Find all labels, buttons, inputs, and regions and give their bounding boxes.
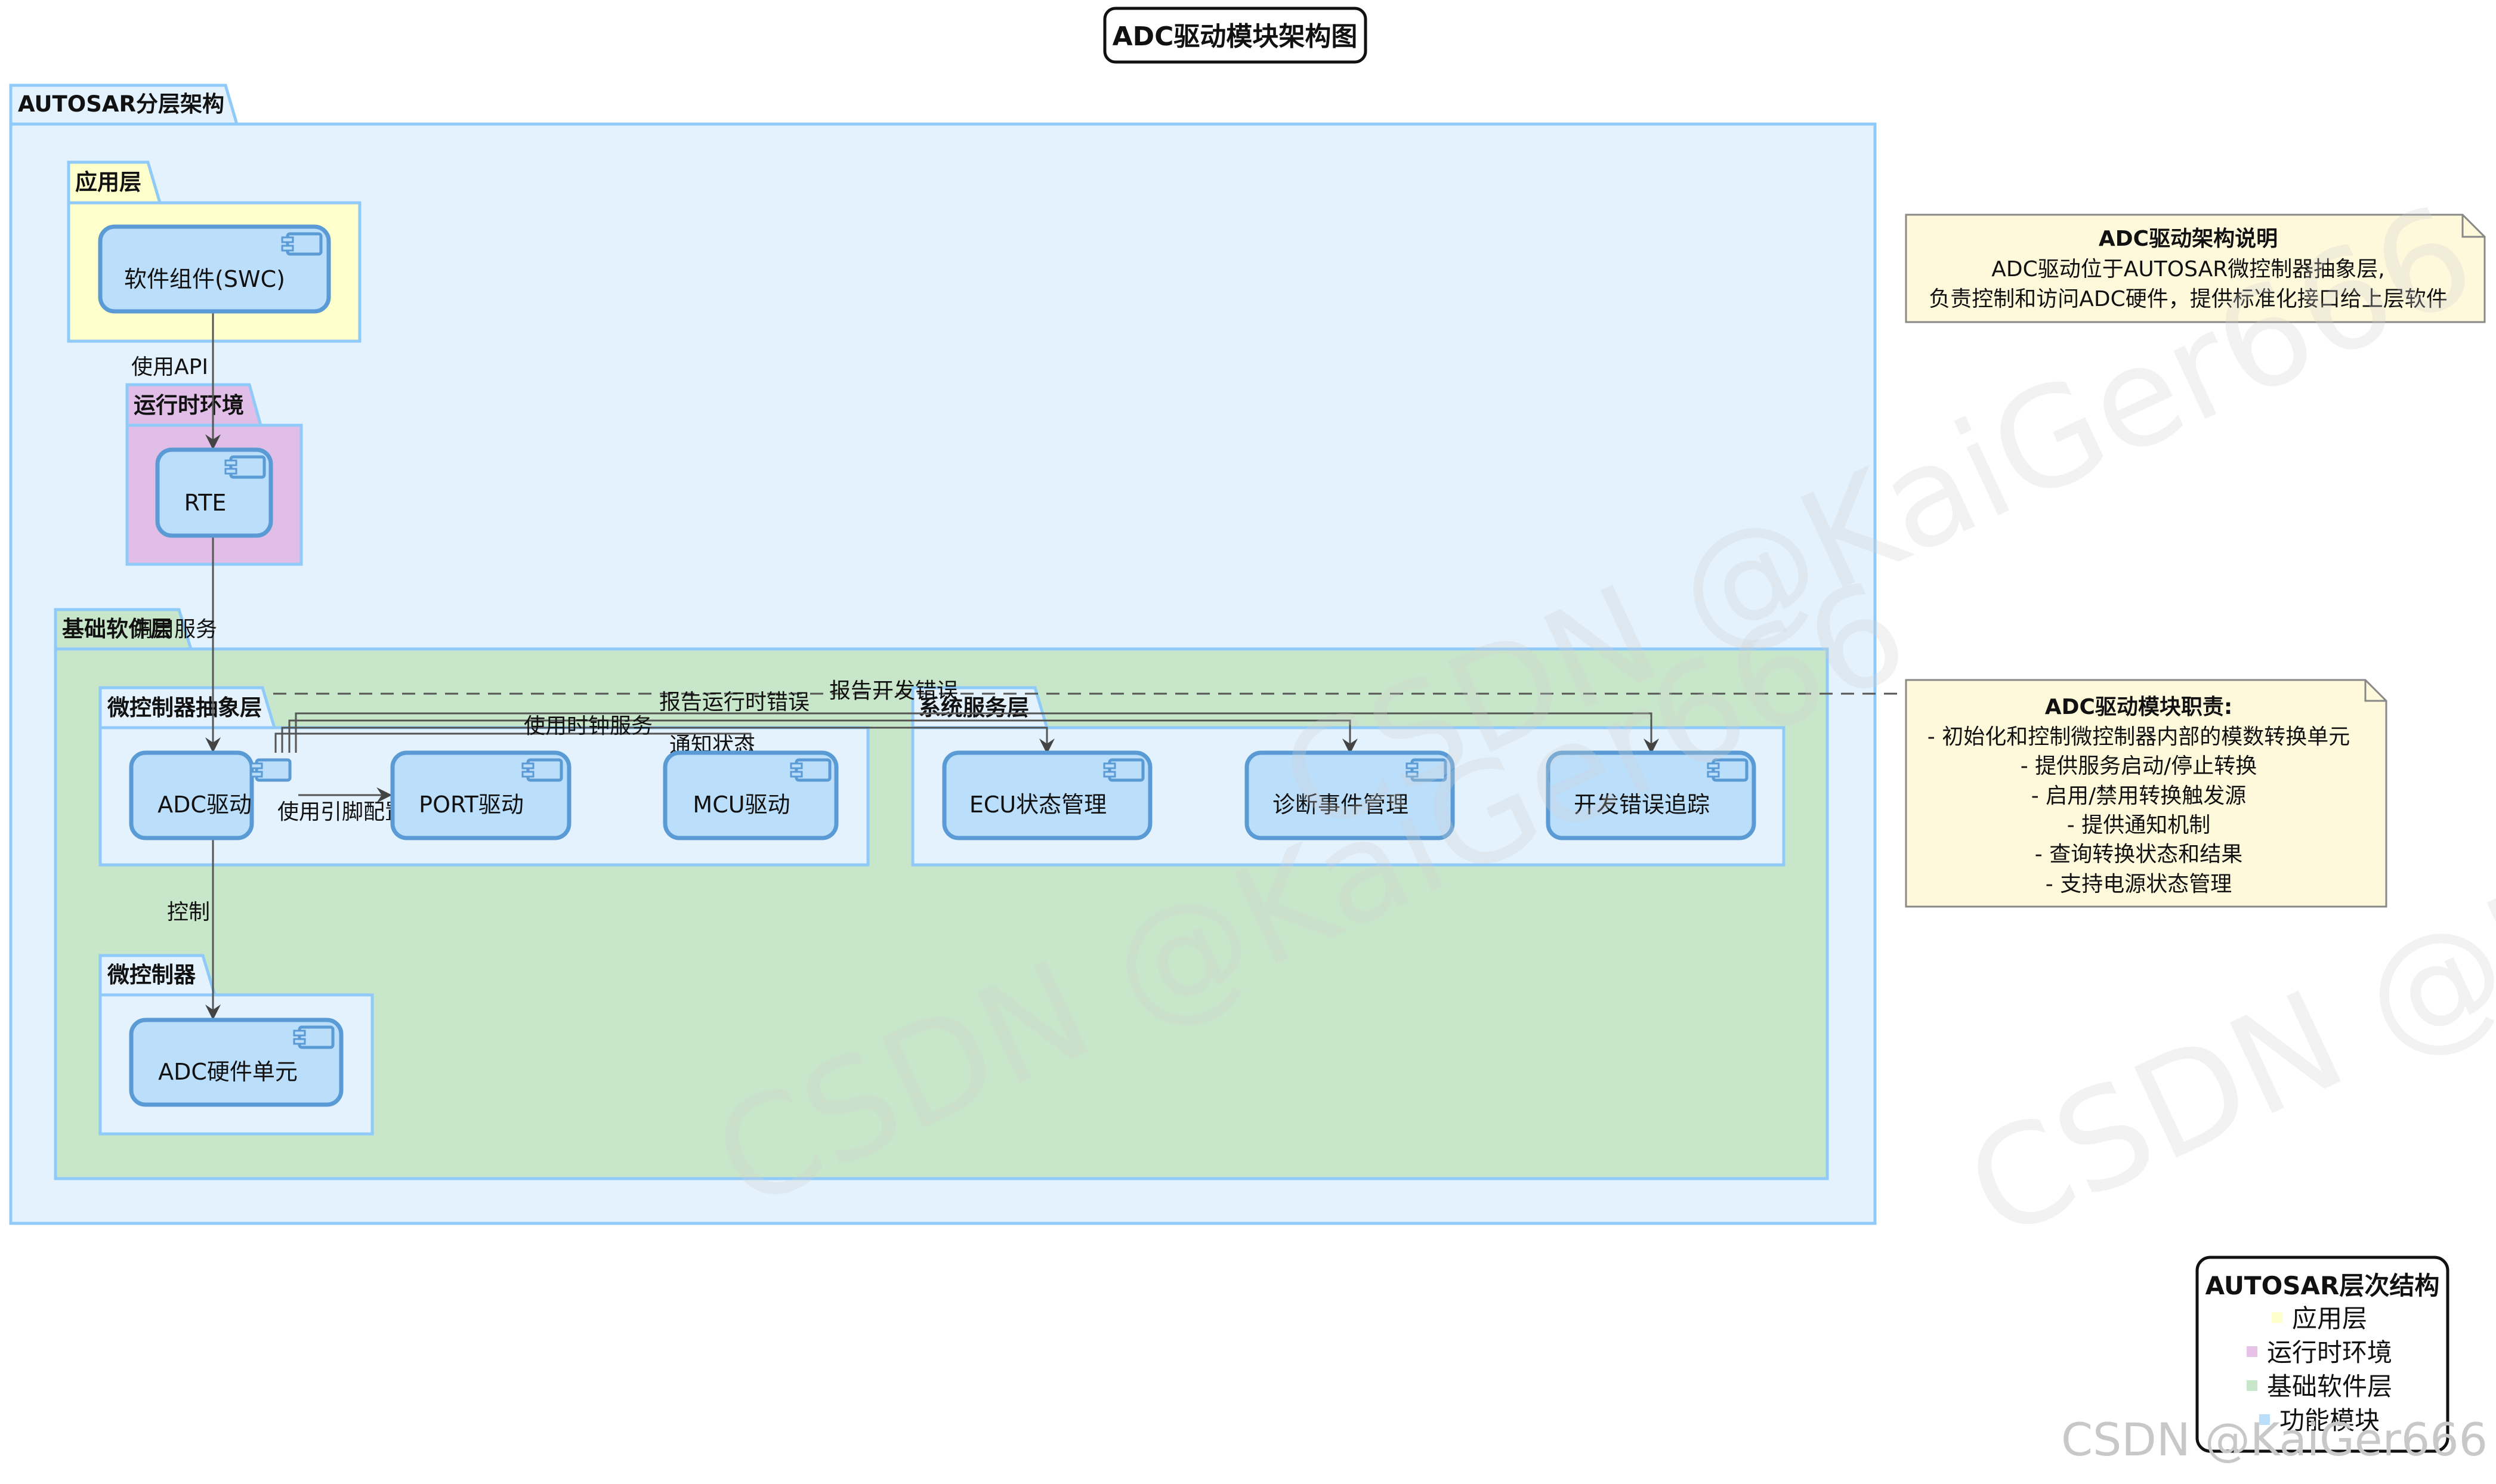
component-det[interactable]: 开发错误追踪: [1546, 750, 1756, 840]
component-rte-label: RTE: [184, 490, 227, 516]
note-arch-line: 负责控制和访问ADC硬件，提供标准化接口给上层软件: [1929, 287, 2448, 311]
package-mcal-label: 微控制器抽象层: [107, 695, 262, 721]
label-call-service: 调用服务: [131, 617, 217, 642]
watermark-corner: CSDN @KaiGer666: [2061, 1413, 2488, 1466]
note-duties-title: ADC驱动模块职责:: [2045, 695, 2233, 719]
label-report-runtime-error: 报告运行时错误: [659, 690, 810, 715]
legend-item-label: 基础软件层: [2267, 1372, 2392, 1401]
component-icon: [225, 457, 264, 477]
note-duties-line: - 查询转换状态和结果: [2035, 842, 2242, 867]
legend-title: AUTOSAR层次结构: [2205, 1271, 2440, 1300]
edge-report-runtime-error: [288, 719, 1358, 755]
component-ecum-label: ECU状态管理: [969, 792, 1107, 818]
component-port-driver[interactable]: PORT驱动: [390, 750, 572, 840]
component-icon: [282, 234, 321, 254]
component-dem-label: 诊断事件管理: [1272, 792, 1408, 818]
component-ecum[interactable]: ECU状态管理: [942, 750, 1153, 840]
component-adc-hw-label: ADC硬件单元: [158, 1059, 298, 1085]
component-icon: [251, 760, 290, 780]
package-app-label: 应用层: [75, 169, 141, 195]
component-swc[interactable]: 软件组件(SWC): [98, 224, 331, 314]
note-duties-line: - 提供服务启动/停止转换: [2021, 754, 2257, 778]
component-icon: [791, 760, 830, 780]
legend-swatch-rte: [2247, 1346, 2257, 1357]
component-swc-label: 软件组件(SWC): [124, 266, 285, 292]
component-rte[interactable]: RTE: [155, 447, 273, 538]
package-rte-label: 运行时环境: [134, 392, 244, 418]
title-text: ADC驱动模块架构图: [1113, 21, 1358, 52]
component-port-driver-label: PORT驱动: [419, 792, 524, 818]
component-icon: [294, 1027, 333, 1047]
edge-notify-state: [281, 726, 1055, 755]
component-icon: [1104, 760, 1143, 780]
edge-labels: 使用API 调用服务 使用引脚配置 使用时钟服务 通知状态 报告运行时错误 报告…: [131, 355, 958, 925]
component-mcu-driver[interactable]: MCU驱动: [663, 750, 839, 840]
legend-swatch-bsw: [2247, 1380, 2257, 1391]
label-report-dev-error: 报告开发错误: [829, 679, 958, 703]
legend-item-label: 运行时环境: [2267, 1338, 2392, 1367]
edge-use-clock: [274, 732, 752, 753]
note-duties-line: - 初始化和控制微控制器内部的模数转换单元: [1927, 725, 2350, 749]
note-architecture: ADC驱动架构说明 ADC驱动位于AUTOSAR微控制器抽象层, 负责控制和访问…: [1905, 214, 2486, 323]
legend-item-label: 应用层: [2292, 1304, 2367, 1333]
legend-swatch-module: [2259, 1414, 2270, 1425]
diagram-title: ADC驱动模块架构图: [1103, 7, 1367, 64]
package-bsw-label: 基础软件层: [62, 616, 172, 642]
note-duties: ADC驱动模块职责: - 初始化和控制微控制器内部的模数转换单元 - 提供服务启…: [1905, 679, 2387, 908]
label-use-pin-config: 使用引脚配置: [277, 800, 406, 824]
component-mcu-driver-label: MCU驱动: [693, 792, 790, 818]
package-service-label: 系统服务层: [919, 695, 1029, 721]
label-use-api: 使用API: [131, 355, 208, 379]
component-adc-driver-label: ADC驱动: [157, 792, 252, 818]
component-det-label: 开发错误追踪: [1574, 792, 1710, 818]
package-autosar-label: AUTOSAR分层架构: [18, 91, 224, 117]
note-duties-line: - 提供通知机制: [2067, 813, 2210, 837]
component-dem[interactable]: 诊断事件管理: [1244, 750, 1455, 840]
package-mcu-label: 微控制器: [107, 962, 196, 988]
component-icon: [523, 760, 561, 780]
legend-swatch-app: [2272, 1312, 2282, 1323]
legend-item-label: 功能模块: [2279, 1406, 2380, 1435]
note-arch-line: ADC驱动位于AUTOSAR微控制器抽象层,: [1991, 257, 2384, 282]
edge-report-dev-error: [295, 712, 1659, 755]
edges: [205, 311, 1906, 1021]
note-arch-title: ADC驱动架构说明: [2099, 227, 2278, 251]
label-control: 控制: [167, 900, 210, 925]
note-duties-line: - 支持电源状态管理: [2046, 872, 2232, 896]
component-adc-driver[interactable]: ADC驱动: [129, 750, 290, 840]
label-use-clock: 使用时钟服务: [524, 714, 653, 738]
note-duties-line: - 启用/禁用转换触发源: [2031, 784, 2247, 808]
legend: AUTOSAR层次结构 应用层 运行时环境 基础软件层 功能模块: [2195, 1256, 2449, 1453]
component-adc-hw[interactable]: ADC硬件单元: [129, 1018, 344, 1107]
